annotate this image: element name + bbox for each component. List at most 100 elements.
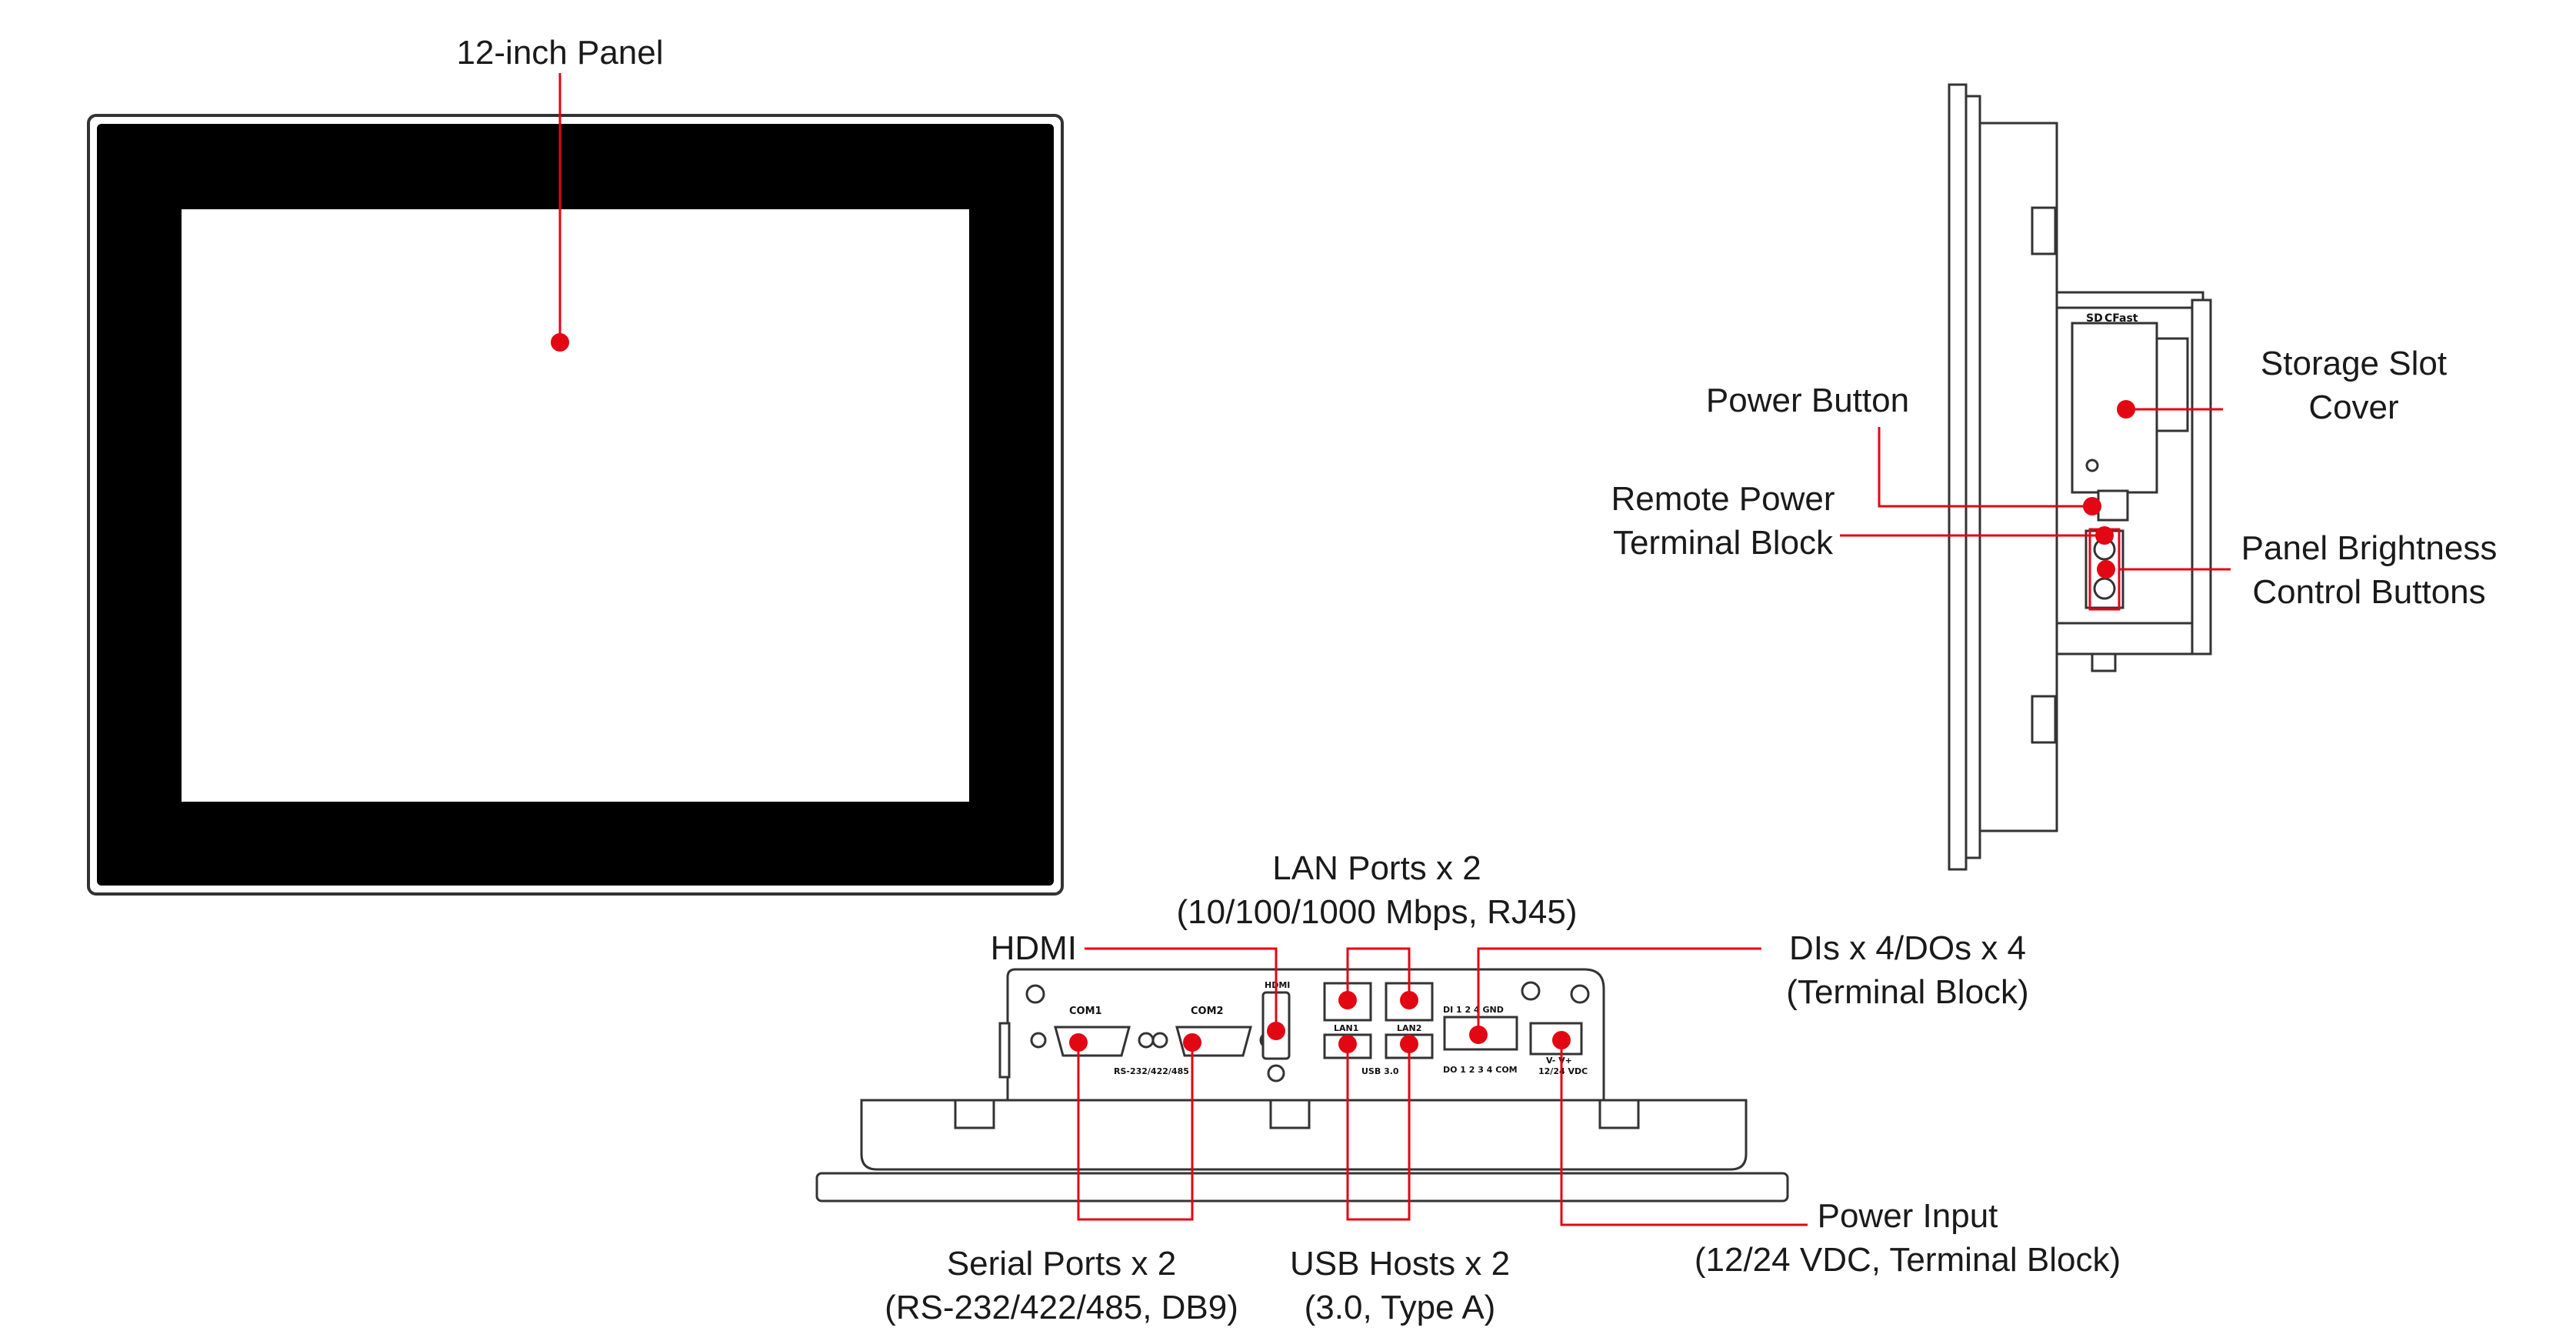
callout-line-power-input [1560,1040,1808,1226]
io-screw-left [1025,984,1045,1004]
do-marking: DO 1 2 3 4 COM [1443,1065,1518,1075]
label-serial-line2: (RS-232/422/485, DB9) [885,1289,1238,1326]
label-storage: Storage Slot Cover [2200,342,2508,429]
serial-std-marking: RS-232/422/485 [1114,1066,1189,1076]
label-hdmi-text: HDMI [990,929,1077,967]
label-usb: USB Hosts x 2 (3.0, Type A) [1246,1242,1554,1329]
label-remote-power-line2: Terminal Block [1612,524,1834,562]
side-front-glass [1948,83,1968,871]
com2-screw-left [1151,1032,1168,1049]
callout-line-lan [1346,947,1411,997]
label-serial-line1: Serial Ports x 2 [946,1245,1177,1283]
label-usb-line1: USB Hosts x 2 [1289,1245,1511,1283]
callout-dots [551,333,2135,1053]
usb-marking: USB 3.0 [1361,1066,1399,1076]
label-lan: LAN Ports x 2 (10/100/1000 Mbps, RJ45) [1146,846,1608,934]
label-power-button: Power Button [1654,379,1961,422]
com1-db9 [1054,1026,1131,1057]
com1-screw-right [1138,1032,1155,1049]
ground-screw [1521,981,1541,1001]
label-brightness: Panel Brightness Control Buttons [2215,526,2523,614]
label-usb-line2: (3.0, Type A) [1304,1289,1496,1326]
power-pins-marking: V- V+ [1546,1056,1572,1066]
callout-dot-dio [1469,1026,1488,1044]
side-view [1948,83,2212,871]
label-power-input-line2: (12/24 VDC, Terminal Block) [1694,1241,2121,1279]
callout-dot-storage [2117,400,2135,419]
power-button-glyph [2085,459,2099,472]
callout-dot-power-button [2083,497,2101,515]
label-storage-line1: Storage Slot [2260,345,2448,382]
callout-dot-panel [551,333,569,352]
side-mount-tab-upper [2031,206,2057,255]
label-remote-power: Remote Power Terminal Block [1569,477,1877,565]
side-bezel-lip [1964,95,1981,859]
side-bottom-screw [2091,652,2117,672]
lan1-marking: LAN1 [1334,1023,1358,1033]
di-marking: DI 1 2 4 GND [1443,1005,1504,1015]
front-display-area [182,209,969,802]
callout-dot-remote-power [2095,526,2114,545]
callout-dot-lan2 [1400,991,1418,1009]
cfast-marking: CFast [2104,312,2138,325]
callout-dot-power-input [1552,1031,1571,1049]
label-storage-line2: Cover [2308,389,2399,426]
label-dio-line1: DIs x 4/DOs x 4 [1788,929,2027,967]
storage-slot-latch [2155,337,2189,432]
label-remote-power-line1: Remote Power [1611,480,1835,518]
io-panel-side-rib [998,1022,1011,1079]
label-lan-line2: (10/100/1000 Mbps, RJ45) [1176,893,1578,931]
label-lan-line1: LAN Ports x 2 [1272,849,1481,887]
side-heatsink-edge [2191,299,2212,655]
callout-dot-com2 [1183,1033,1201,1052]
bottom-tab-3 [1598,1099,1640,1129]
sd-marking: SD [2086,312,2103,325]
io-screw-right [1570,984,1590,1004]
hdmi-lock-screw [1267,1064,1285,1082]
front-view [87,114,1064,896]
callout-line-dio [1477,947,1761,1035]
callout-dot-usb1 [1338,1035,1357,1053]
io-panel [1006,968,1605,1102]
side-mount-tab-lower [2031,695,2057,744]
callout-dot-usb2 [1400,1035,1418,1053]
bottom-view-markings: COM1 COM2 RS-232/422/485 HDMI LAN1 LAN2 … [1069,980,1588,1076]
callout-lines [558,73,2231,1226]
callout-line-serial [1077,1042,1194,1221]
com2-marking: COM2 [1191,1006,1224,1017]
label-power-button-text: Power Button [1705,382,1910,419]
com1-marking: COM1 [1069,1006,1102,1017]
bottom-front-glass [815,1172,1789,1203]
storage-slot-cover [2071,322,2158,494]
hdmi-marking: HDMI [1265,980,1290,990]
label-power-input-line1: Power Input [1817,1197,1998,1235]
remote-power-terminal [2097,489,2129,522]
label-hdmi: HDMI [923,926,1077,970]
callout-line-usb [1346,1040,1411,1221]
brightness-down-button [2093,577,2116,600]
com1-screw-left [1030,1032,1047,1049]
label-panel-text: 12-inch Panel [456,34,664,72]
callout-line-hdmi [1085,947,1278,1031]
label-serial: Serial Ports x 2 (RS-232/422/485, DB9) [861,1242,1261,1329]
label-panel: 12-inch Panel [406,31,714,75]
bottom-view [815,968,1789,1203]
bottom-tab-2 [1269,1099,1311,1129]
callout-dot-brightness [2097,560,2115,579]
callout-line-power-button [1878,427,2092,508]
label-dio-line2: (Terminal Block) [1786,973,2029,1011]
lan2-marking: LAN2 [1397,1023,1421,1033]
label-power-input: Power Input (12/24 VDC, Terminal Block) [1677,1194,2138,1282]
callout-dot-hdmi [1267,1022,1285,1040]
bottom-tray [860,1099,1748,1171]
callout-dot-lan1 [1338,991,1357,1009]
label-dio: DIs x 4/DOs x 4 (Terminal Block) [1754,926,2061,1014]
callout-dot-com1 [1069,1033,1088,1052]
label-brightness-line2: Control Buttons [2252,573,2486,611]
side-storage-labels: SD CFast [2086,312,2138,325]
power-rating-marking: 12/24 VDC [1538,1066,1588,1076]
label-brightness-line1: Panel Brightness [2241,529,2498,567]
bottom-tab-1 [954,1099,995,1129]
